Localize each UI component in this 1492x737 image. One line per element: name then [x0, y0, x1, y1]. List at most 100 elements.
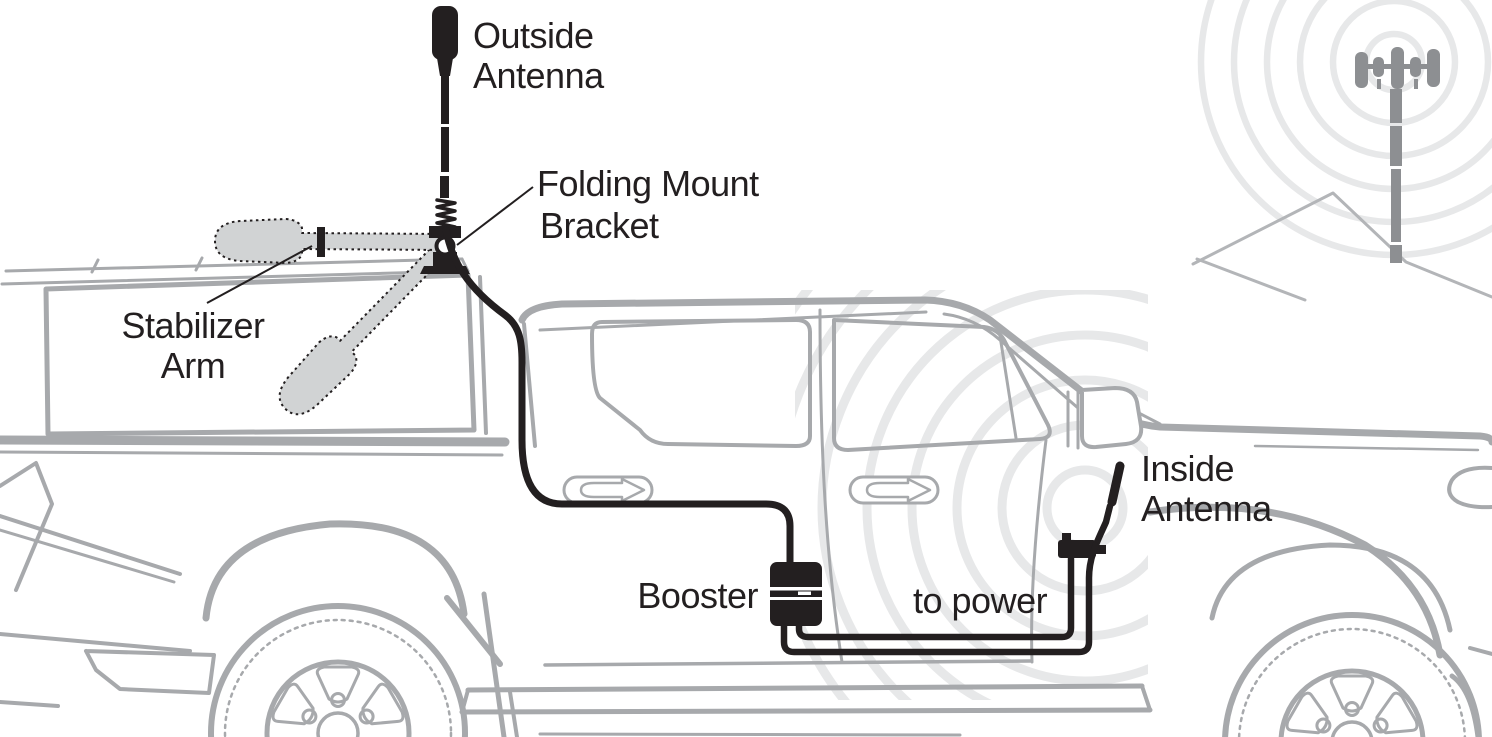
tower-pole [1391, 169, 1401, 242]
frame-line [0, 700, 60, 708]
tower-antenna-stem [1414, 79, 1418, 89]
cab-roofline [518, 296, 1492, 446]
headlight [1447, 465, 1492, 510]
bed-side-line [0, 450, 504, 457]
tower-pole [1390, 245, 1402, 263]
plug-nub [1062, 533, 1071, 541]
signal-ripple [862, 290, 1148, 700]
folding-mount-bracket-label-line2: Bracket [540, 205, 659, 246]
rear-door-window [590, 318, 812, 448]
booster-groove [770, 587, 822, 591]
mirror-bracket [1066, 388, 1080, 450]
front-door-handle [848, 475, 940, 505]
bed-bottom-line [0, 632, 192, 653]
bed-molding [0, 514, 182, 576]
front-bumper-line [1468, 646, 1492, 656]
roof-rail-notch [194, 256, 204, 272]
outside-antenna [432, 6, 458, 232]
cab-rear-edge [522, 322, 537, 448]
tower-pole [1390, 126, 1402, 166]
booster-box [770, 562, 822, 626]
mountain-line [1195, 257, 1307, 302]
stabilizer-arm-shape [278, 235, 455, 416]
power-cable [795, 555, 1075, 641]
power-plug [1058, 533, 1106, 558]
roof-rail [4, 257, 464, 273]
tower-antenna-panel [1355, 52, 1368, 88]
rear-step-bumper [84, 649, 216, 695]
antenna-spring [435, 198, 457, 232]
inside-antenna [1107, 461, 1125, 507]
antenna-rod [440, 176, 449, 198]
booster-led [798, 591, 811, 595]
side-mirror [1080, 386, 1144, 450]
antenna-rod [441, 127, 449, 172]
mountain-line [1191, 191, 1492, 299]
camper-edge [478, 275, 488, 435]
running-board-end [460, 684, 1152, 714]
stabilizer-arm-label-line2: Arm [161, 345, 226, 386]
mountain-ridge [1191, 191, 1492, 302]
door-handle [848, 475, 940, 505]
stabilizer-arm-horizontal [214, 218, 449, 264]
stabilizer-arm-raised [278, 235, 455, 416]
door-handle-detail [579, 477, 646, 503]
rear-wheel [211, 606, 465, 737]
signal-ripple [907, 330, 1148, 686]
bed-corner-fin [0, 461, 54, 592]
signal-ripple [1263, 0, 1492, 193]
to-power-label: to power [913, 580, 1048, 621]
tower-pole [1390, 89, 1402, 123]
hood-inner-line [1253, 444, 1480, 452]
outside-antenna-label-line2: Antenna [473, 55, 605, 96]
cab-signal-waves-icon [795, 290, 1148, 700]
door-handle-detail [865, 477, 932, 503]
front-door-window [832, 318, 1052, 452]
booster-label: Booster [637, 575, 758, 616]
inside-antenna-label-line2: Antenna [1141, 488, 1273, 529]
rear-door-handle [562, 475, 654, 505]
tower-antenna-small [1410, 57, 1421, 77]
tower-signal-waves-icon [1197, 0, 1492, 259]
inside-antenna-cable [780, 502, 1114, 656]
door-handle [562, 475, 654, 505]
cell-tower-icon [1355, 47, 1440, 263]
rear-fender-arch [202, 520, 468, 622]
inside-antenna-label-line1: Inside [1141, 448, 1234, 489]
antenna-rod [441, 76, 449, 124]
door-bottom-line [543, 659, 1032, 667]
coax-cable-outside [442, 226, 794, 566]
running-board [459, 707, 1153, 715]
stabilizer-arm-pin [317, 227, 325, 257]
bed-front-edge [508, 690, 519, 737]
plug-body [1058, 540, 1096, 558]
stabilizer-arm-label-line1: Stabilizer [121, 305, 265, 346]
signal-ripple [952, 375, 1148, 641]
door-seam [818, 308, 844, 664]
vent-window-divider [998, 334, 1018, 440]
booster-unit [770, 562, 822, 626]
front-wheel [1225, 615, 1479, 737]
bed-rail [0, 435, 510, 447]
signal-ripple [817, 290, 947, 700]
tower-antenna-stem [1377, 79, 1381, 89]
rocker-line [465, 683, 1145, 693]
ground-line [538, 732, 962, 737]
antenna-top [432, 6, 458, 60]
bed-molding [0, 528, 176, 584]
camper-shell [43, 272, 477, 437]
outside-antenna-label-line1: Outside [473, 15, 594, 56]
antenna-taper [437, 58, 453, 76]
roof-rail [0, 269, 470, 286]
leader-line-stabilizer [206, 245, 313, 304]
front-fender-arch [1209, 542, 1453, 633]
booster-groove [770, 597, 822, 600]
stabilizer-arm-shape [214, 218, 449, 264]
tower-antenna-panel [1427, 49, 1440, 87]
tower-antenna-small [1373, 57, 1384, 77]
leader-line-bracket [456, 186, 534, 246]
folding-mount-bracket-label-line1: Folding Mount [537, 163, 759, 204]
plug-tip [1096, 545, 1106, 554]
